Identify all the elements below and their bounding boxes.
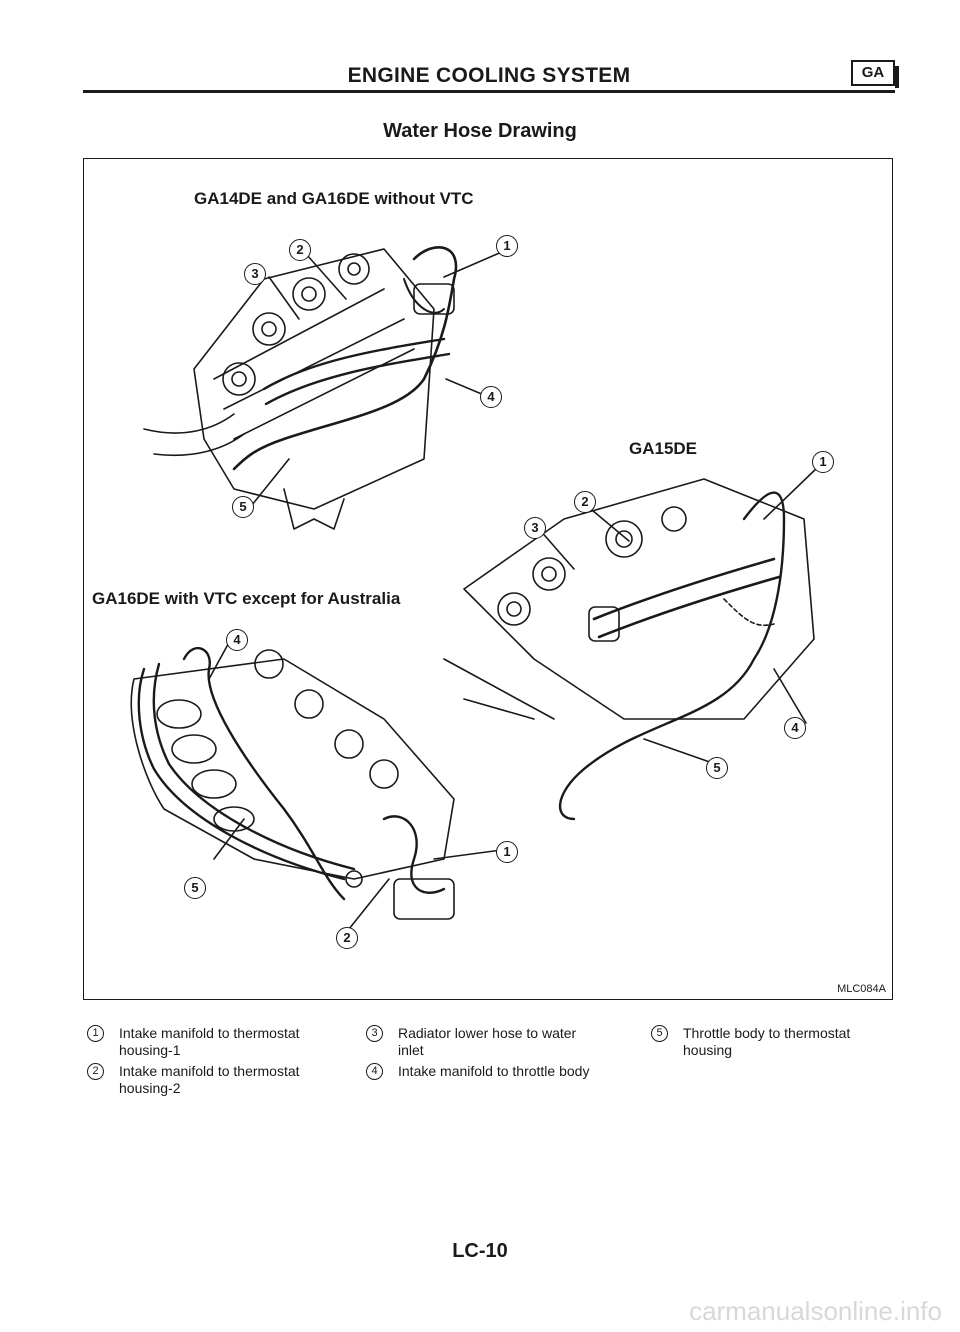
legend-number: 1 xyxy=(87,1025,104,1042)
legend-text: Intake manifold to thermostat housing-1 xyxy=(119,1025,300,1058)
figure-code: MLC084A xyxy=(837,983,886,995)
watermark: carmanualsonline.info xyxy=(689,1296,942,1326)
callout-2: 2 xyxy=(336,927,358,949)
legend-number: 2 xyxy=(87,1063,104,1080)
label-ga16de-vtc: GA16DE with VTC except for Australia xyxy=(92,589,401,608)
legend-number: 5 xyxy=(651,1025,668,1042)
legend-text: Intake manifold to throttle body xyxy=(398,1063,590,1079)
section-header: ENGINE COOLING SYSTEM GA xyxy=(83,60,899,94)
engine-badge: GA xyxy=(851,60,899,88)
callout-5: 5 xyxy=(184,877,206,899)
callout-3: 3 xyxy=(244,263,266,285)
legend-number: 3 xyxy=(366,1025,383,1042)
callout-4: 4 xyxy=(480,386,502,408)
label-ga15de: GA15DE xyxy=(629,439,698,458)
page-title: Water Hose Drawing xyxy=(383,120,577,142)
callout-1: 1 xyxy=(496,235,518,257)
legend-text: Throttle body to thermostat housing xyxy=(683,1025,851,1058)
callout-2: 2 xyxy=(289,239,311,261)
callout-2: 2 xyxy=(574,491,596,513)
callout-5: 5 xyxy=(706,757,728,779)
engine-hose-illustration xyxy=(130,246,821,930)
header-rule xyxy=(83,90,895,93)
page-number: LC-10 xyxy=(452,1240,508,1262)
label-ga14de-ga16de: GA14DE and GA16DE without VTC xyxy=(194,189,474,208)
callout-4: 4 xyxy=(784,717,806,739)
legend-text: Intake manifold to thermostat housing-2 xyxy=(119,1063,300,1096)
hose-drawing-figure: GA14DE and GA16DE without VTC GA15DE GA1… xyxy=(83,158,893,1000)
callout-5: 5 xyxy=(232,496,254,518)
section-title: ENGINE COOLING SYSTEM xyxy=(347,64,631,87)
callout-1: 1 xyxy=(812,451,834,473)
callout-4: 4 xyxy=(226,629,248,651)
callout-3: 3 xyxy=(524,517,546,539)
legend-text: Radiator lower hose to water inlet xyxy=(398,1025,577,1058)
legend-number: 4 xyxy=(366,1063,383,1080)
callout-1: 1 xyxy=(496,841,518,863)
